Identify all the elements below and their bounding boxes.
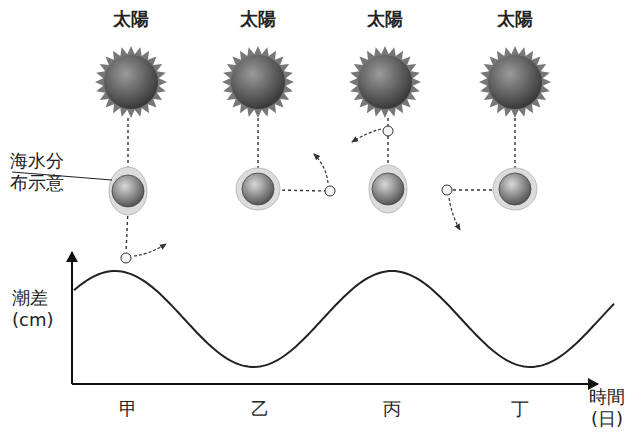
time-label: 乙	[251, 398, 269, 420]
axis-label: 時間 (日)	[584, 386, 630, 429]
sun-group	[95, 46, 551, 118]
axis-label: 潮差 (cm)	[12, 287, 60, 330]
sun	[231, 55, 285, 109]
sun-label: 太陽	[113, 8, 149, 30]
sun-label: 太陽	[497, 8, 533, 30]
time-label: 丙	[383, 398, 401, 420]
time-label: 丁	[511, 398, 529, 420]
sun-label: 太陽	[240, 8, 276, 30]
sun-rays	[222, 46, 294, 118]
water-bulge	[109, 165, 537, 215]
sun-rays	[95, 46, 167, 118]
time-label: 甲	[119, 398, 137, 420]
sun-rays	[349, 46, 421, 118]
sun	[488, 55, 542, 109]
orbit-arrow	[134, 129, 460, 256]
sun	[358, 55, 412, 109]
tide-curve	[74, 271, 614, 367]
dashed-lines	[126, 118, 515, 252]
moon	[121, 126, 452, 263]
sun-rays	[479, 46, 551, 118]
sun-label: 太陽	[367, 8, 403, 30]
x-axis	[72, 383, 598, 385]
sun	[104, 55, 158, 109]
y-axis	[71, 252, 73, 384]
earth	[112, 173, 531, 207]
water-label: 海水分布示意	[10, 150, 68, 193]
